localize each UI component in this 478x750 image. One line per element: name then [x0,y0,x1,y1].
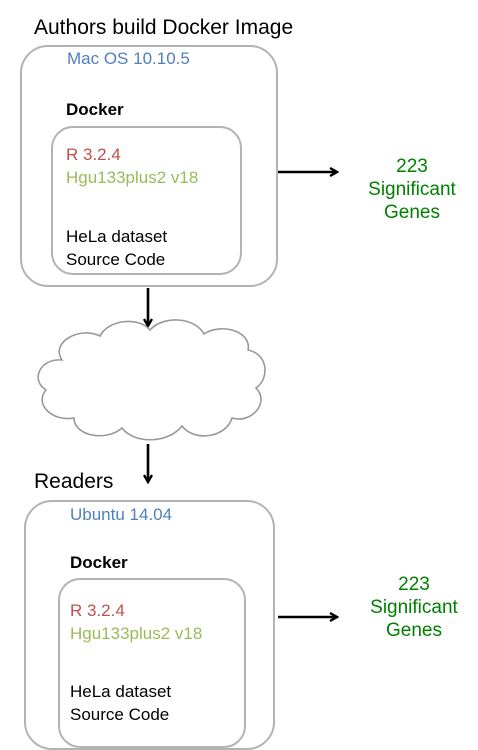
release-line-1: Release Docker [84,366,214,386]
readers-dataset: HeLa dataset [70,682,172,701]
readers-result-unit: Genes [386,620,442,641]
authors-title: Authors build Docker Image [34,16,294,39]
authors-result-label: Significant [368,179,456,200]
authors-os-label: Mac OS 10.10.5 [67,49,190,68]
authors-result: 223 Significant Genes [350,155,474,224]
authors-result-unit: Genes [384,202,440,223]
authors-result-count: 223 [396,156,428,177]
authors-docker-container [51,126,242,275]
release-line-2: Image [123,391,175,411]
readers-r-version: R 3.2.4 [70,601,125,620]
readers-result: 223 Significant Genes [352,573,476,642]
readers-source-code: Source Code [70,705,170,724]
authors-annotation-package: Hgu133plus2 v18 [66,168,199,187]
readers-result-count: 223 [398,574,430,595]
readers-title: Readers [34,470,114,493]
readers-result-label: Significant [370,597,458,618]
readers-os-label: Ubuntu 14.04 [70,505,173,524]
authors-r-version: R 3.2.4 [66,145,121,164]
authors-source-code: Source Code [66,250,166,269]
authors-docker-label: Docker [66,100,124,119]
readers-docker-container [58,578,246,748]
readers-annotation-package: Hgu133plus2 v18 [70,624,203,643]
readers-docker-label: Docker [70,553,128,572]
release-cloud-text: Release Docker Image [40,364,258,414]
authors-dataset: HeLa dataset [66,227,168,246]
